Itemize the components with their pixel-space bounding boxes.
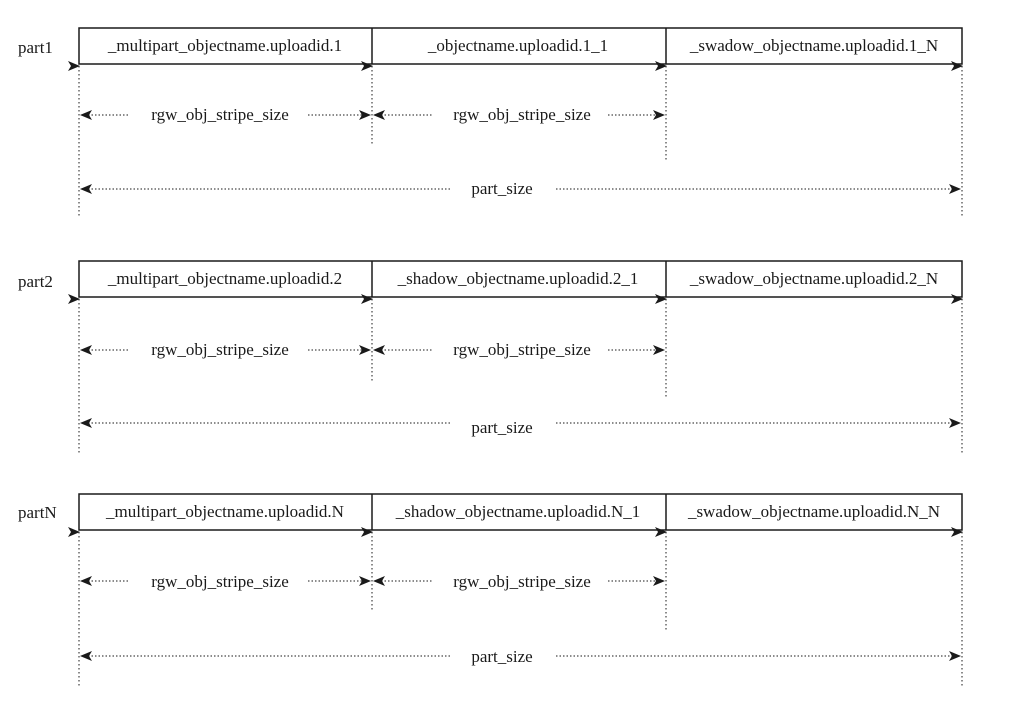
- object-row-frame: [78, 260, 963, 298]
- part-name: partN: [18, 503, 57, 522]
- part-block-n: partN _multipart_objectname.uploadid.N _…: [18, 493, 963, 688]
- object-row-frame: [78, 27, 963, 65]
- object-row-frame: [78, 493, 963, 531]
- stripe-size-label: rgw_obj_stripe_size: [453, 340, 591, 359]
- part-size-label: part_size: [471, 179, 532, 198]
- stripe-size-label: rgw_obj_stripe_size: [453, 105, 591, 124]
- last-shadow-object-cell: _swadow_objectname.uploadid.2_N: [689, 269, 938, 288]
- stripe-size-label: rgw_obj_stripe_size: [151, 340, 289, 359]
- last-shadow-object-cell: _swadow_objectname.uploadid.N_N: [687, 502, 940, 521]
- head-object-cell: _multipart_objectname.uploadid.2: [107, 269, 342, 288]
- last-shadow-object-cell: _swadow_objectname.uploadid.1_N: [689, 36, 938, 55]
- head-object-cell: _multipart_objectname.uploadid.1: [107, 36, 342, 55]
- part-size-label: part_size: [471, 647, 532, 666]
- shadow-object-cell: _objectname.uploadid.1_1: [427, 36, 608, 55]
- stripe-size-label: rgw_obj_stripe_size: [453, 572, 591, 591]
- part-block-1: part1 _multipart_objectname.uploadid.1 _…: [18, 27, 963, 218]
- stripe-size-label: rgw_obj_stripe_size: [151, 572, 289, 591]
- shadow-object-cell: _shadow_objectname.uploadid.N_1: [395, 502, 641, 521]
- part-size-label: part_size: [471, 418, 532, 437]
- shadow-object-cell: _shadow_objectname.uploadid.2_1: [397, 269, 639, 288]
- stripe-size-label: rgw_obj_stripe_size: [151, 105, 289, 124]
- part-block-2: part2 _multipart_objectname.uploadid.2 _…: [18, 260, 963, 455]
- part-name: part2: [18, 272, 53, 291]
- part-name: part1: [18, 38, 53, 57]
- head-object-cell: _multipart_objectname.uploadid.N: [105, 502, 344, 521]
